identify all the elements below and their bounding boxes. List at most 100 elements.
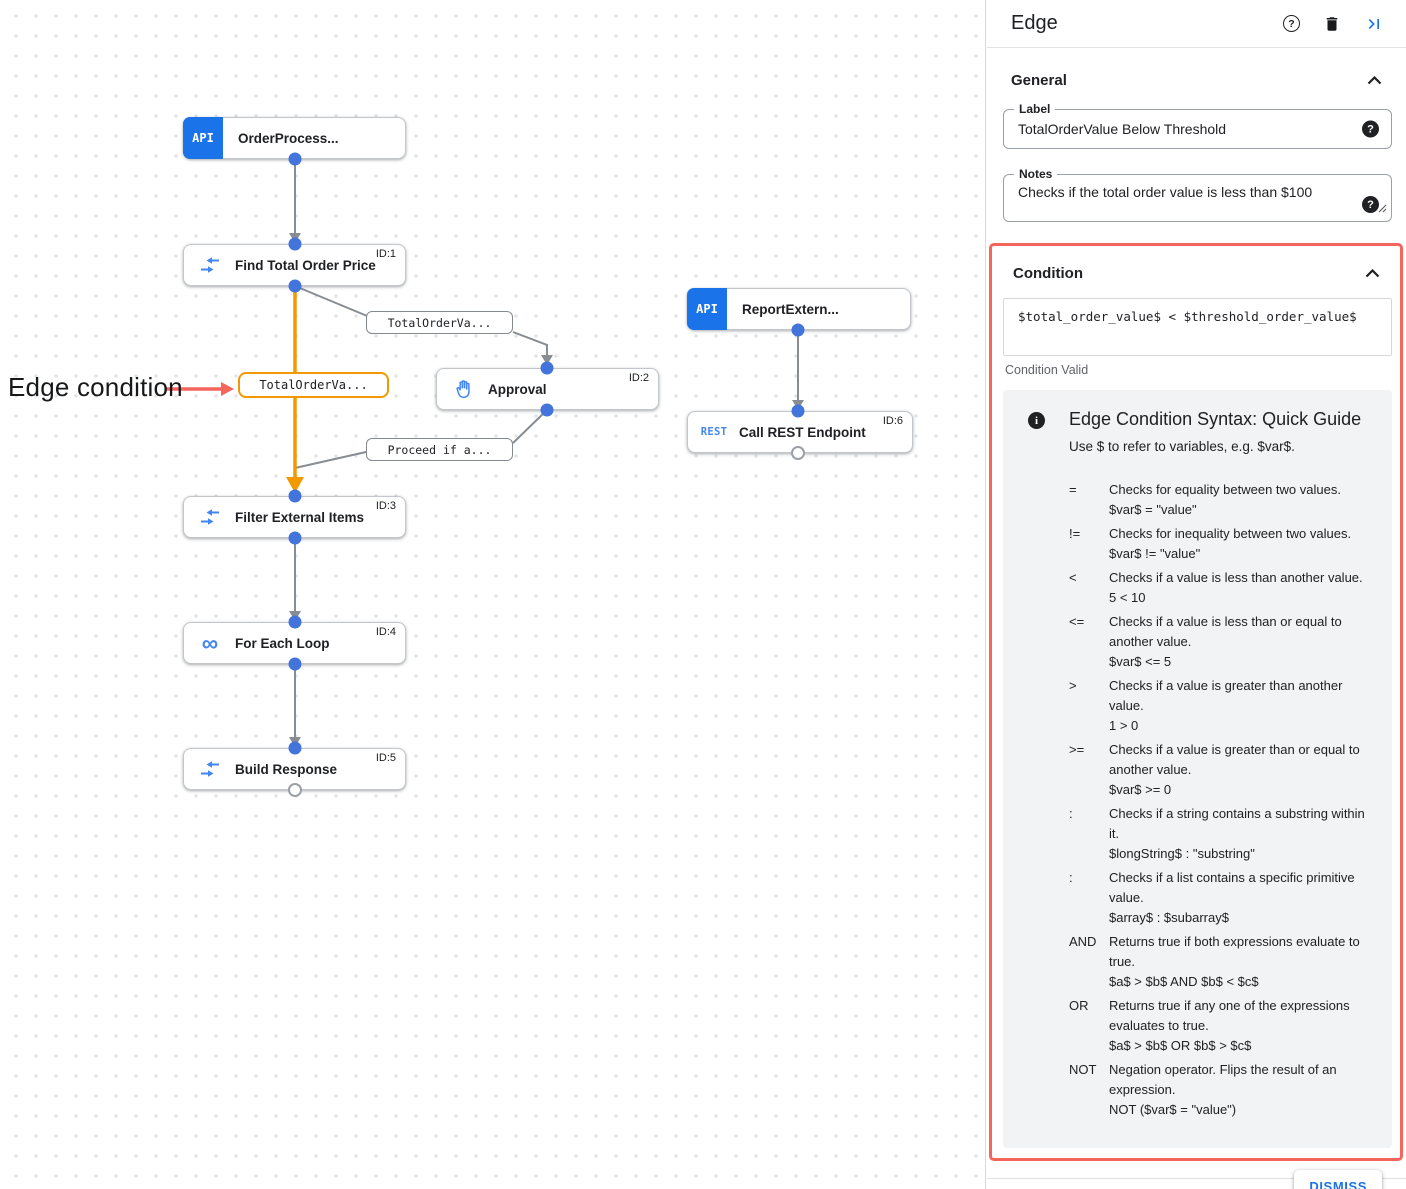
guide-rows: = Checks for equality between two values… [1069,480,1380,1120]
panel-title: Edge [1011,12,1058,34]
collapse-panel-icon[interactable] [1364,14,1384,34]
node-title: Find Total Order Price [235,257,376,273]
api-icon: API [183,117,223,159]
guide-operator: OR [1069,998,1089,1013]
api-icon: API [687,288,727,330]
dismiss-button[interactable]: DISMISS [1294,1170,1382,1189]
guide-desc: Negation operator. Flips the result of a… [1109,1062,1337,1097]
guide-example: $array$ : $subarray$ [1109,910,1229,925]
node-id-badge: ID:4 [375,626,396,638]
guide-row: > Checks if a value is greater than anot… [1069,676,1380,736]
guide-operator: > [1069,678,1077,693]
annotation-arrow [166,382,234,396]
condition-input[interactable]: $total_order_value$ < $threshold_order_v… [1003,298,1392,356]
guide-operator: <= [1069,614,1085,629]
hand-icon [451,378,475,400]
guide-row: = Checks for equality between two values… [1069,480,1380,520]
node-call-rest-endpoint[interactable]: REST Call REST Endpoint ID:6 [687,411,913,453]
guide-row: AND Returns true if both expressions eva… [1069,932,1380,992]
guide-desc: Returns true if both expressions evaluat… [1109,934,1360,969]
node-filter-external-items[interactable]: Filter External Items ID:3 [183,496,406,538]
node-title: Approval [488,381,547,397]
delete-icon[interactable] [1323,14,1341,34]
condition-syntax-guide: i Edge Condition Syntax: Quick Guide Use… [1003,390,1392,1148]
data-mapping-icon [198,760,222,778]
guide-desc: Checks if a string contains a substring … [1109,806,1365,841]
guide-row: < Checks if a value is less than another… [1069,568,1380,608]
guide-example: $longString$ : "substring" [1109,846,1255,861]
chevron-up-icon[interactable] [1367,76,1382,85]
guide-intro: Use $ to refer to variables, e.g. $var$. [1069,439,1295,454]
workflow-canvas[interactable]: API OrderProcess... Find Total Order Pri… [0,0,986,1189]
condition-section-header[interactable]: Condition [992,246,1400,292]
node-build-response[interactable]: Build Response ID:5 [183,748,406,790]
node-report-extern[interactable]: API ReportExtern... [687,288,911,330]
help-icon[interactable]: ? [1283,15,1300,32]
node-title: ReportExtern... [742,301,839,317]
guide-row: : Checks if a list contains a specific p… [1069,868,1380,928]
label-help-icon[interactable]: ? [1362,120,1379,138]
guide-operator: : [1069,870,1073,885]
node-approval[interactable]: Approval ID:2 [436,368,659,410]
guide-row: NOT Negation operator. Flips the result … [1069,1060,1380,1120]
guide-row: : Checks if a string contains a substrin… [1069,804,1380,864]
node-id-badge: ID:2 [628,372,649,384]
node-id-badge: ID:3 [375,500,396,512]
label-input[interactable] [1004,110,1391,148]
guide-operator: >= [1069,742,1085,757]
label-field: Label ? [1003,102,1392,149]
loop-icon: ∞ [201,630,219,656]
guide-desc: Checks if a value is greater than or equ… [1109,742,1360,777]
guide-operator: < [1069,570,1077,585]
guide-example: 1 > 0 [1109,718,1139,733]
guide-row: OR Returns true if any one of the expres… [1069,996,1380,1056]
guide-example: $a$ > $b$ OR $b$ > $c$ [1109,1038,1252,1053]
guide-example: $var$ = "value" [1109,502,1197,517]
edge-label-proceed-if[interactable]: Proceed if a... [366,438,513,461]
node-title: Build Response [235,761,338,777]
info-icon: i [1028,412,1045,429]
node-id-badge: ID:6 [882,415,903,427]
node-id-badge: ID:5 [375,752,396,764]
guide-desc: Checks if a value is less than another v… [1109,570,1363,585]
resize-handle[interactable] [1378,200,1387,218]
node-find-total-order-price[interactable]: Find Total Order Price ID:1 [183,244,406,286]
guide-title: Edge Condition Syntax: Quick Guide [1069,409,1362,429]
panel-footer: DISMISS [987,1170,1406,1189]
general-section-header[interactable]: General [987,48,1406,99]
notes-input[interactable]: Checks if the total order value is less … [1004,175,1391,221]
edge-label-total-order-value[interactable]: TotalOrderVa... [366,311,513,334]
node-for-each-loop[interactable]: ∞ For Each Loop ID:4 [183,622,406,664]
edge-config-panel: Edge ? General Label ? Notes [987,0,1406,1189]
notes-help-icon[interactable]: ? [1362,196,1379,213]
general-section-title: General [1011,72,1067,89]
guide-desc: Checks if a value is less than or equal … [1109,614,1342,649]
node-title: Call REST Endpoint [739,424,866,440]
notes-field: Notes Checks if the total order value is… [1003,167,1392,222]
guide-desc: Returns true if any one of the expressio… [1109,998,1350,1033]
node-title: OrderProcess... [238,130,339,146]
node-order-process[interactable]: API OrderProcess... [183,117,406,159]
guide-desc: Checks if a value is greater than anothe… [1109,678,1343,713]
chevron-up-icon[interactable] [1365,269,1380,278]
label-field-label: Label [1014,102,1056,116]
guide-desc: Checks if a list contains a specific pri… [1109,870,1355,905]
guide-example: $var$ <= 5 [1109,654,1172,669]
edge-label-total-order-value-selected[interactable]: TotalOrderVa... [238,372,389,398]
rest-icon: REST [700,426,728,438]
condition-highlight-box: Condition $total_order_value$ < $thresho… [989,243,1403,1161]
node-title: For Each Loop [235,635,330,651]
guide-example: $var$ >= 0 [1109,782,1172,797]
guide-operator: != [1069,526,1081,541]
guide-desc: Checks for inequality between two values… [1109,526,1352,541]
guide-operator: NOT [1069,1062,1097,1077]
node-id-badge: ID:1 [375,248,396,260]
guide-desc: Checks for equality between two values. [1109,482,1341,497]
edges-layer [166,159,804,747]
guide-example: 5 < 10 [1109,590,1146,605]
node-title: Filter External Items [235,509,365,525]
notes-field-label: Notes [1014,167,1058,181]
guide-row: <= Checks if a value is less than or equ… [1069,612,1380,672]
data-mapping-icon [198,256,222,274]
